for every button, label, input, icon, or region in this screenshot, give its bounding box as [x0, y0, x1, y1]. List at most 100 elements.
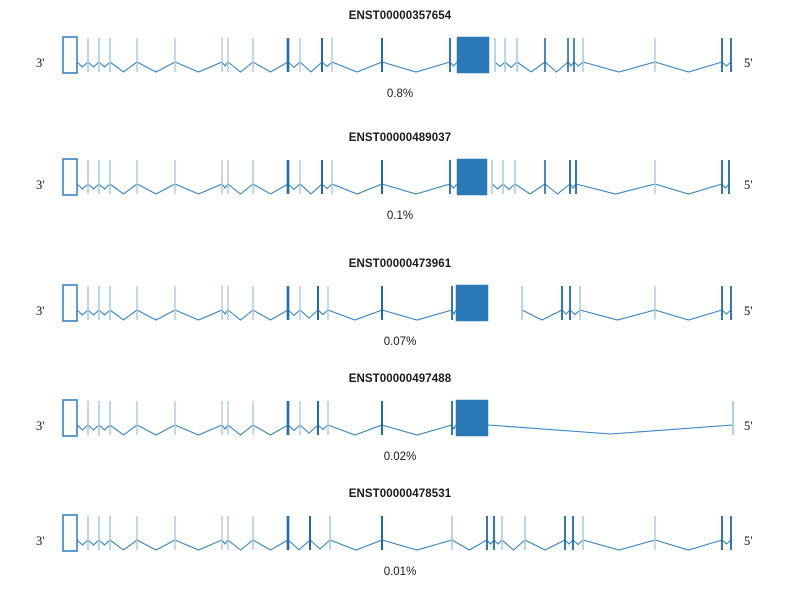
intron-line [109, 61, 138, 73]
major-exon-box [455, 284, 489, 322]
intron-line [501, 539, 526, 551]
five-prime-end-label: 5' [744, 534, 753, 548]
intron-line [221, 539, 229, 545]
three-prime-end-label: 3' [36, 56, 45, 70]
intron-line [564, 539, 574, 545]
intron-line [579, 309, 656, 321]
three-prime-end-label: 3' [36, 419, 45, 433]
intron-line [521, 309, 563, 321]
intron-line [87, 539, 100, 546]
intron-line [327, 424, 383, 436]
intron-line [561, 309, 571, 315]
intron-line [321, 183, 333, 190]
transcript-percentage-label: 0.1% [386, 210, 414, 222]
intron-line [331, 183, 383, 195]
intron-line [87, 424, 100, 431]
intron-line [573, 61, 584, 67]
utr-box [62, 36, 78, 74]
intron-line [98, 424, 111, 431]
intron-line [524, 539, 566, 551]
intron-line [327, 309, 383, 321]
intron-line [299, 183, 323, 195]
transcript-percentage-label: 0.07% [383, 336, 417, 348]
intron-line [582, 61, 656, 73]
intron-line [252, 309, 289, 321]
utr-box [62, 158, 78, 196]
intron-line [381, 61, 451, 73]
intron-line [287, 539, 311, 551]
intron-line [287, 424, 301, 432]
intron-line [299, 61, 323, 73]
intron-line [87, 183, 100, 190]
intron-line [504, 61, 518, 69]
intron-line [221, 424, 229, 430]
intron-line [575, 183, 656, 195]
three-prime-end-label: 3' [36, 534, 45, 548]
intron-line [174, 183, 223, 195]
intron-line [76, 424, 89, 431]
intron-line [654, 183, 723, 195]
intron-line [381, 539, 453, 551]
intron-line [221, 183, 229, 189]
transcript-track [62, 399, 734, 437]
major-exon-box [456, 36, 490, 74]
intron-line [654, 539, 723, 551]
intron-line [136, 183, 176, 195]
intron-line [516, 61, 546, 73]
intron-line [451, 539, 488, 551]
intron-line [299, 309, 319, 319]
intron-line [252, 183, 289, 195]
intron-line [227, 183, 254, 195]
intron-line [76, 183, 89, 190]
intron-line [721, 309, 732, 315]
intron-line [221, 61, 229, 67]
intron-line [544, 61, 569, 73]
transcript-id-label: ENST00000473961 [348, 258, 452, 270]
major-exon-box [456, 158, 488, 196]
intron-line [494, 61, 506, 68]
intron-line [514, 183, 546, 195]
intron-line [109, 424, 138, 436]
intron-line [136, 539, 176, 551]
intron-line [331, 61, 383, 73]
intron-line [136, 309, 176, 321]
intron-line [502, 183, 516, 191]
intron-line [87, 61, 100, 68]
intron-line [317, 424, 329, 431]
intron-line [227, 61, 254, 73]
transcript-percentage-label: 0.8% [386, 88, 414, 100]
intron-line [174, 309, 223, 321]
transcript-id-label: ENST00000357654 [348, 10, 452, 22]
five-prime-end-label: 5' [744, 56, 753, 70]
intron-line [721, 539, 732, 545]
five-prime-end-label: 5' [744, 304, 753, 318]
intron-line [136, 424, 176, 436]
intron-line [582, 539, 656, 551]
transcript-track [62, 158, 730, 196]
intron-line [329, 539, 383, 551]
utr-box [62, 514, 78, 552]
intron-line [227, 424, 254, 436]
intron-line [98, 539, 111, 546]
transcript-percentage-label: 0.01% [383, 566, 417, 578]
intron-line [227, 309, 254, 321]
intron-line [109, 539, 138, 551]
intron-line [299, 424, 319, 434]
intron-line [98, 309, 111, 316]
intron-line [572, 539, 584, 546]
intron-line [221, 309, 229, 315]
intron-line [98, 61, 111, 68]
intron-line [287, 61, 301, 69]
intron-line-long [487, 424, 734, 435]
intron-line [98, 183, 111, 190]
intron-line [569, 309, 581, 316]
intron-line [287, 183, 301, 191]
intron-line [252, 61, 289, 73]
intron-line [654, 61, 723, 73]
intron-line [76, 539, 89, 546]
intron-line [449, 61, 458, 67]
intron-line [317, 309, 329, 316]
intron-line [491, 183, 504, 190]
intron-line [174, 539, 223, 551]
